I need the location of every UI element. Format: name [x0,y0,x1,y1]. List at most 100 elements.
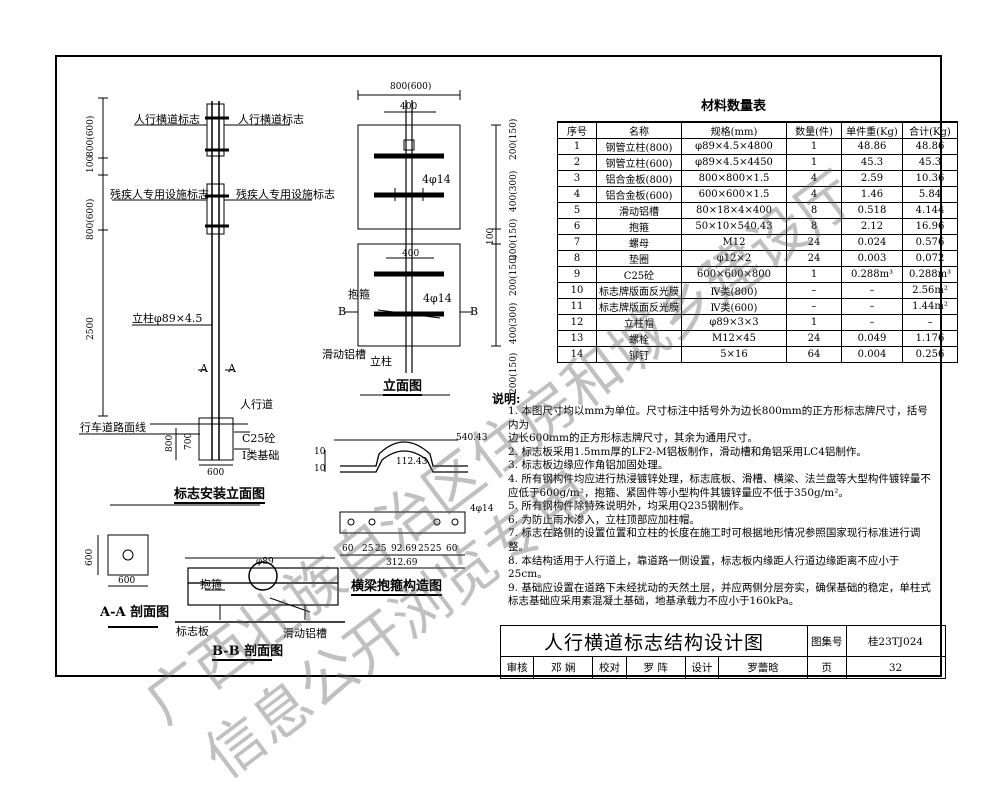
front-dim-r1: 200(150) [509,118,519,160]
materials-cell: 48.86 [841,138,903,155]
hoop-d3: 25 [375,544,387,554]
foundation-width: 600 [207,468,225,478]
materials-cell: φ89×4.5×4800 [681,138,787,155]
aa-dim-height: 600 [85,548,95,566]
foundation-label: Ⅰ类基础 [242,449,280,462]
notes-title: 说明: [492,392,521,406]
materials-cell: 11 [557,298,597,315]
hoop-d7: 60 [446,544,458,554]
materials-header-cell: 数量(件) [786,121,842,139]
designer-name: 罗蕾晗 [718,656,808,679]
dim-700: 700 [184,432,194,450]
rail-label: 滑动铝槽 [322,348,366,361]
aa-section-title: A-A 剖面图 [100,605,170,620]
sign-label-accessible-left: 残疾人专用设施标志 [110,188,209,201]
note-line: 1. 本图尺寸均以mm为单位。尺寸标注中括号外为边长800mm的正方形标志牌尺寸… [508,405,928,431]
materials-cell: 16.96 [902,218,958,235]
front-dim-r4: 200(150) [509,254,519,296]
materials-header-cell: 名称 [596,121,682,139]
hoop-d4: 92.69 [391,544,417,554]
materials-cell: 45.3 [902,154,958,171]
materials-cell: 4 [557,186,597,203]
note-line: 8. 本结构适用于人行道上，靠道路一侧设置，标志板内缘距人行道边缘距离不应小于2… [508,554,900,581]
materials-cell: 0.072 [902,250,958,267]
front-dim-r5: 400(300) [509,302,519,344]
materials-cell: – [786,282,842,299]
materials-cell: 0.004 [841,346,903,363]
materials-cell: 1 [786,314,842,331]
note-line: 7. 标志在路侧的设置位置和立柱的长度在施工时可根据地形情况参照国家现行标准进行… [508,527,921,553]
front-dim-width: 800(600) [390,82,432,92]
materials-cell: – [841,298,903,315]
reviewer-name: 邓 娴 [533,656,594,679]
hoop-d5: 25 [418,544,430,554]
materials-cell: 4.144 [902,202,958,219]
section-mark-a-left: A [200,362,208,375]
section-mark-a-right: A [228,362,236,375]
materials-header-cell: 规格(mm) [681,121,787,139]
front-pole-label: 立柱 [370,355,392,368]
front-dim-400-lower: 400 [402,249,420,259]
front-view-title: 立面图 [383,379,423,396]
sign-label-crosswalk-left: 人行横道标志 [134,113,200,126]
materials-cell: 14 [557,346,597,363]
materials-cell: 1.176 [902,330,958,347]
hoop-d2: 25 [362,544,374,554]
materials-cell: 5 [557,202,597,219]
sidewalk-label: 人行道 [240,398,273,411]
materials-header-cell: 序号 [557,121,597,139]
concrete-label: C25砼 [242,432,276,445]
materials-cell: 钢管立柱(600) [596,154,682,171]
materials-cell: 24 [786,330,842,347]
drawing-lines [79,90,501,661]
bar-label-bottom: 4φ14 [423,292,452,305]
materials-cell: 0.024 [841,234,903,251]
note-line: 5. 所有钢构件除特殊说明外，均采用Q235钢制作。 [508,500,750,513]
materials-cell: 2 [557,154,597,171]
hoop-dim-length: 540.43 [456,433,488,443]
drawing-title: 人行横道标志结构设计图 [500,625,808,657]
materials-cell: 钢管立柱(800) [596,138,682,155]
materials-cell: 10 [557,282,597,299]
hoop-label: 抱箍 [348,288,370,301]
bar-label-top: 4φ14 [422,173,451,186]
materials-cell: 0.256 [902,346,958,363]
materials-header-cell: 单件重(Kg) [841,121,903,139]
materials-cell: 5.84 [902,186,958,203]
note-line: 边长600mm的正方形标志牌尺寸，其余为通用尺寸。 [508,432,758,445]
section-mark-b-left: B [338,305,347,318]
materials-cell: 0.288m³ [841,266,903,283]
materials-cell: – [902,314,958,331]
materials-cell: 5×16 [681,346,787,363]
hoop-dim-inner: 112.43 [396,457,428,467]
materials-cell: 螺母 [596,234,682,251]
road-line-label: 行车道路面线 [80,421,146,434]
materials-cell: – [786,298,842,315]
dim-800-top: 800(600) [86,115,96,157]
note-line: 3. 标志板边缘应作角铝加固处理。 [508,459,669,472]
hoop-dim-t1: 10 [314,447,326,457]
materials-cell: 0.288m³ [902,266,958,283]
materials-cell: 9 [557,266,597,283]
hoop-detail-title: 横梁抱箍构造图 [351,579,443,596]
front-dim-r2: 400(300) [509,170,519,212]
review-label: 审核 [499,656,535,679]
materials-cell: φ89×4.5×4450 [681,154,787,171]
hoop-d1: 60 [342,544,354,554]
sign-label-crosswalk-right: 人行横道标志 [238,113,304,126]
page-number: 32 [845,656,946,679]
design-label: 设计 [684,656,720,679]
page-label: 页 [807,656,847,679]
materials-title: 材料数量表 [701,99,767,114]
dim-800-foundation: 800 [165,434,175,452]
materials-cell: 2.59 [841,170,903,187]
title-block: 人行横道标志结构设计图 图集号 桂23TJ024 审核 邓 娴 校对 罗 阵 设… [499,625,946,679]
atlas-label: 图集号 [807,625,847,657]
materials-cell: 0.576 [902,234,958,251]
